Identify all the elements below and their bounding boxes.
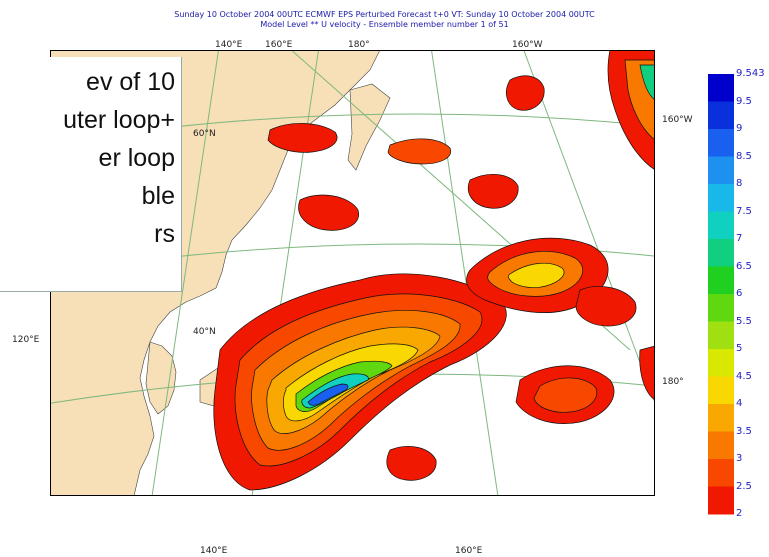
wind-contours — [213, 50, 655, 491]
land-korea — [145, 341, 177, 415]
colorbar-label: 8.5 — [736, 150, 752, 162]
colorbar-swatch — [708, 376, 734, 405]
overlay-line-4: ble — [141, 182, 175, 210]
label-180-right: 180° — [662, 377, 684, 387]
colorbar-label: 5.5 — [736, 315, 752, 327]
colorbar-swatch — [708, 349, 734, 377]
colorbar-swatch — [708, 101, 734, 130]
colorbar-label: 5 — [736, 343, 743, 354]
colorbar-swatch — [708, 184, 734, 212]
land-kamchatka — [347, 83, 391, 171]
colorbar-label: 7.5 — [736, 205, 752, 217]
colorbar-swatch — [708, 239, 734, 267]
colorbar-label: 7 — [736, 233, 743, 244]
map-title-line-1: Sunday 10 October 2004 00UTC ECMWF EPS P… — [174, 10, 595, 19]
map-title-line-2: Model Level ** U velocity - Ensemble mem… — [260, 20, 509, 29]
colorbar-swatch — [708, 156, 734, 185]
label-160e-top: 160°E — [265, 40, 293, 50]
colorbar-swatch — [708, 404, 734, 432]
colorbar-label: 6.5 — [736, 260, 752, 272]
label-160w-top: 160°W — [512, 40, 543, 50]
colorbar-label: 2 — [736, 508, 743, 519]
colorbar-swatch — [708, 294, 734, 322]
label-140e-top: 140°E — [215, 40, 243, 50]
label-120e-left: 120°E — [12, 335, 40, 345]
overlay-line-1: ev of 10 — [86, 68, 175, 96]
colorbar — [708, 74, 734, 515]
colorbar-label: 9.5 — [736, 95, 752, 107]
colorbar-label: 8 — [736, 178, 743, 189]
colorbar-swatch — [708, 129, 734, 157]
colorbar-label: 3 — [736, 453, 743, 464]
overlay-text-box: ev of 10 uter loop+ er loop ble rs — [0, 57, 182, 292]
label-60n: 60°N — [193, 129, 216, 139]
label-180-top: 180° — [348, 40, 370, 50]
colorbar-swatch — [708, 321, 734, 350]
colorbar-label: 2.5 — [736, 480, 752, 492]
overlay-line-2: uter loop+ — [63, 106, 175, 134]
colorbar-label: 6 — [736, 288, 743, 299]
colorbar-label: 4 — [736, 398, 743, 409]
colorbar-swatch — [708, 459, 734, 487]
colorbar-swatch — [708, 486, 734, 515]
colorbar-swatch — [708, 74, 734, 102]
overlay-line-3: er loop — [98, 144, 175, 172]
colorbar-label: 9 — [736, 123, 743, 134]
map-panel — [50, 50, 655, 496]
colorbar-swatch — [708, 266, 734, 295]
colorbar-swatch — [708, 431, 734, 460]
label-160e-bottom: 160°E — [455, 546, 483, 556]
label-160w-right: 160°W — [662, 115, 693, 125]
label-40n: 40°N — [193, 327, 216, 337]
colorbar-label: 4.5 — [736, 370, 752, 382]
colorbar-label: 9.543 — [736, 68, 765, 79]
overlay-line-5: rs — [154, 220, 175, 248]
colorbar-swatch — [708, 211, 734, 240]
label-140e-bottom: 140°E — [200, 546, 228, 556]
colorbar-label: 3.5 — [736, 425, 752, 437]
